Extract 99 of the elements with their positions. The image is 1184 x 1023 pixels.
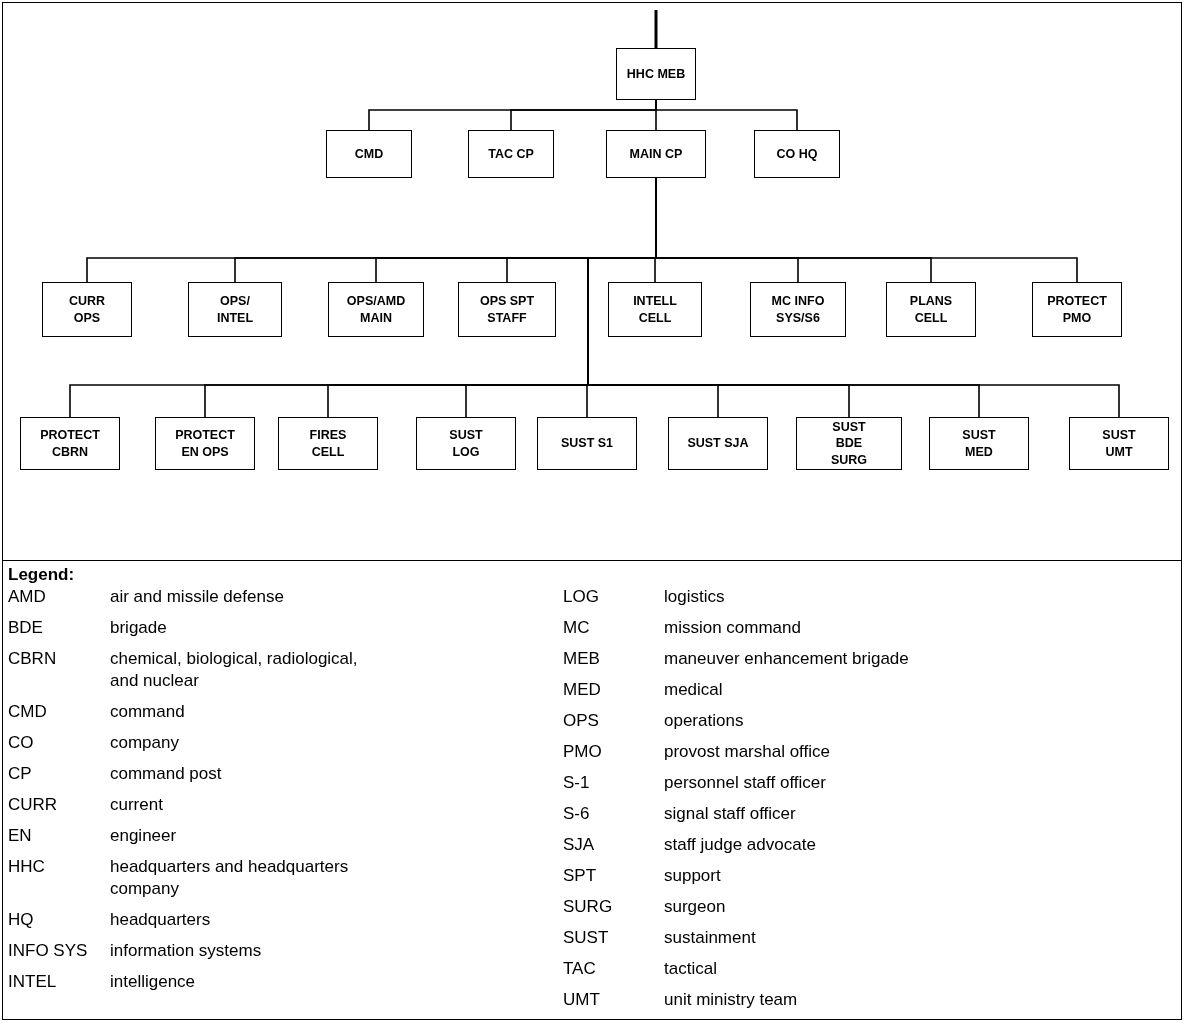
definition: command [110,701,186,723]
org-box [929,417,1029,470]
definition: mission command [664,617,802,639]
abbreviation: UMT [563,989,601,1011]
unit-label: CMD [353,145,385,163]
unit-label: INTELL CELL [632,293,678,326]
definition: medical [664,679,724,701]
org-box [537,417,637,470]
definition: tactical [664,958,718,980]
abbreviation: INTEL [8,971,58,993]
abbreviation: S-1 [563,772,591,794]
abbreviation: EN [8,825,33,847]
unit-label: CURR OPS [67,293,107,326]
connector-line [654,10,658,48]
definition: signal staff officer [664,803,797,825]
definition: headquarters and headquarters company [110,856,350,900]
definition: personnel staff officer [664,772,827,794]
org-box [606,130,706,178]
org-box [328,282,424,337]
abbreviation: PMO [563,741,603,763]
definition: engineer [110,825,178,847]
unit-label: SUST LOG [448,427,484,460]
org-box [42,282,132,337]
abbreviation: S-6 [563,803,591,825]
unit-label: SUST BDE SURG [829,419,869,468]
org-box [608,282,702,337]
abbreviation: CMD [8,701,48,723]
org-box [416,417,516,470]
org-box [886,282,976,337]
definition: provost marshal office [664,741,831,763]
abbreviation: INFO SYS [8,940,89,962]
unit-label: HHC MEB [626,65,686,83]
org-box [1032,282,1122,337]
org-box [188,282,282,337]
definition: brigade [110,617,168,639]
abbreviation: TAC [563,958,597,980]
definition: headquarters [110,909,212,931]
org-box [668,417,768,470]
definition: command post [110,763,223,785]
org-box [155,417,255,470]
abbreviation: CURR [8,794,59,816]
unit-label: MC INFO SYS/S6 [770,293,826,326]
unit-label: OPS SPT STAFF [478,293,536,326]
org-box [326,130,412,178]
unit-label: SUST MED [961,427,997,460]
unit-label: SUST S1 [559,435,615,452]
definition: current [110,794,164,816]
abbreviation: HQ [8,909,35,931]
abbreviation: MC [563,617,591,639]
unit-label: SUST UMT [1101,427,1137,460]
abbreviation: SUST [563,927,610,949]
definition: surgeon [664,896,727,918]
definition: sustainment [664,927,757,949]
definition: logistics [664,586,726,608]
abbreviation: BDE [8,617,44,639]
unit-label: CO HQ [775,145,819,163]
org-box [754,130,840,178]
definition: maneuver enhancement brigade [664,648,910,670]
abbreviation: SPT [563,865,598,887]
abbreviation: CO [8,732,35,754]
definition: intelligence [110,971,197,993]
unit-label: FIRES CELL [308,427,348,460]
definition: staff judge advocate [664,834,817,856]
unit-label: PLANS CELL [908,293,954,326]
abbreviation: LOG [563,586,600,608]
abbreviation: AMD [8,586,47,608]
unit-label: OPS/ INTEL [215,293,255,326]
unit-label: PROTECT PMO [1046,293,1108,326]
org-box [468,130,554,178]
abbreviation: SURG [563,896,614,918]
abbreviation: MEB [563,648,601,670]
unit-label: OPS/AMD MAIN [345,293,407,326]
definition: support [664,865,722,887]
abbreviation: HHC [8,856,46,878]
connector-line [655,99,798,131]
unit-label: TAC CP [487,145,535,163]
org-box [616,48,696,100]
definition: company [110,732,180,754]
unit-label: MAIN CP [628,145,684,163]
definition: chemical, biological, radiological, and nuclear [110,648,359,692]
org-box [20,417,120,470]
legend-heading: Legend: [8,564,76,586]
abbreviation: MED [563,679,602,701]
abbreviation: SJA [563,834,596,856]
unit-label: PROTECT EN OPS [174,427,236,460]
org-box [750,282,846,337]
abbreviation: CBRN [8,648,58,670]
org-box [278,417,378,470]
definition: information systems [110,940,263,962]
abbreviation: OPS [563,710,600,732]
definition: unit ministry team [664,989,799,1011]
abbreviation: CP [8,763,33,785]
org-box [1069,417,1169,470]
org-box [458,282,556,337]
unit-label: PROTECT CBRN [39,427,101,460]
unit-label: SUST SJA [687,435,749,452]
org-box [796,417,902,470]
definition: air and missile defense [110,586,285,608]
definition: operations [664,710,745,732]
